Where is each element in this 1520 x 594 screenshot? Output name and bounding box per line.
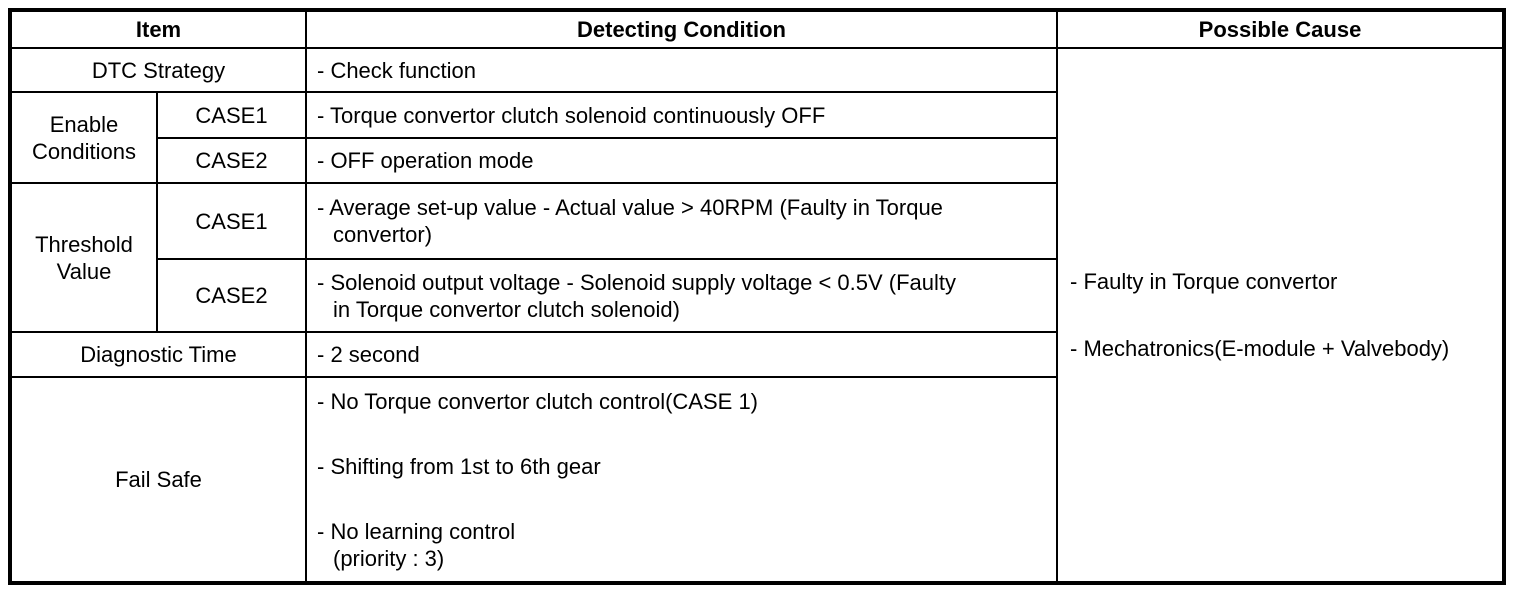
row-enable-case2: CASE2 - OFF operation mode — [10, 137, 1504, 184]
row-diagnostic-time: Diagnostic Time - 2 second — [9, 331, 1504, 378]
condition-text: - 2 second — [317, 342, 420, 367]
enable-case2-condition: - OFF operation mode — [305, 137, 1058, 184]
enable-case1-label: CASE1 — [156, 91, 307, 139]
dtc-strategy-condition: - Check function — [305, 47, 1058, 93]
enable-case2-label: CASE2 — [156, 137, 307, 184]
row-fail-safe: Fail Safe - No Torque convertor clutch c… — [9, 376, 1504, 584]
possible-cause-item: - Mechatronics(E-module + Valvebody) — [1070, 336, 1450, 361]
row-dtc-strategy: DTC Strategy - Check function - Faulty i… — [9, 47, 1505, 584]
header-row: Item Detecting Condition Possible Cause — [9, 9, 1505, 49]
condition-text: - No Torque convertor clutch control(CAS… — [317, 388, 758, 414]
dtc-detecting-condition-table: Item Detecting Condition Possible Cause … — [8, 8, 1506, 585]
condition-text: - No learning control (priority : 3) — [317, 518, 516, 571]
condition-text: - Check function — [317, 57, 476, 83]
dtc-strategy-label: DTC Strategy — [9, 47, 307, 93]
possible-cause-cell: - Faulty in Torque convertor - Mechatron… — [1056, 47, 1505, 584]
diagnostic-time-condition: - 2 second — [305, 331, 1058, 378]
threshold-case2-condition: - Solenoid output voltage - Solenoid sup… — [305, 258, 1058, 333]
fail-safe-condition-list: - No Torque convertor clutch control(CAS… — [317, 388, 1046, 572]
enable-conditions-label: Enable Conditions — [9, 91, 158, 184]
row-threshold-case2: CASE2 - Solenoid output voltage - Soleno… — [10, 258, 1504, 333]
condition-text: - Solenoid output voltage - Solenoid sup… — [317, 269, 957, 322]
condition-text: - Average set-up value - Actual value > … — [317, 195, 943, 247]
threshold-case1-label: CASE1 — [156, 182, 307, 260]
condition-text: - Shifting from 1st to 6th gear — [317, 453, 601, 479]
header-possible-cause: Possible Cause — [1056, 9, 1505, 49]
header-detecting-condition: Detecting Condition — [305, 9, 1058, 49]
row-threshold-case1: Threshold Value CASE1 - Average set-up v… — [9, 182, 1504, 333]
possible-cause-item: - Faulty in Torque convertor — [1070, 269, 1338, 294]
header-item: Item — [9, 9, 307, 49]
threshold-case1-condition: - Average set-up value - Actual value > … — [305, 182, 1058, 260]
condition-text: - OFF operation mode — [317, 148, 534, 173]
row-enable-case1: Enable Conditions CASE1 - Torque convert… — [9, 91, 1504, 184]
condition-text: - Torque convertor clutch solenoid conti… — [317, 102, 826, 128]
threshold-case2-label: CASE2 — [156, 258, 307, 333]
diagnostic-time-label: Diagnostic Time — [9, 331, 307, 378]
fail-safe-conditions: - No Torque convertor clutch control(CAS… — [305, 376, 1058, 584]
fail-safe-label: Fail Safe — [9, 376, 307, 584]
threshold-value-label: Threshold Value — [9, 182, 158, 333]
enable-case1-condition: - Torque convertor clutch solenoid conti… — [305, 91, 1058, 139]
